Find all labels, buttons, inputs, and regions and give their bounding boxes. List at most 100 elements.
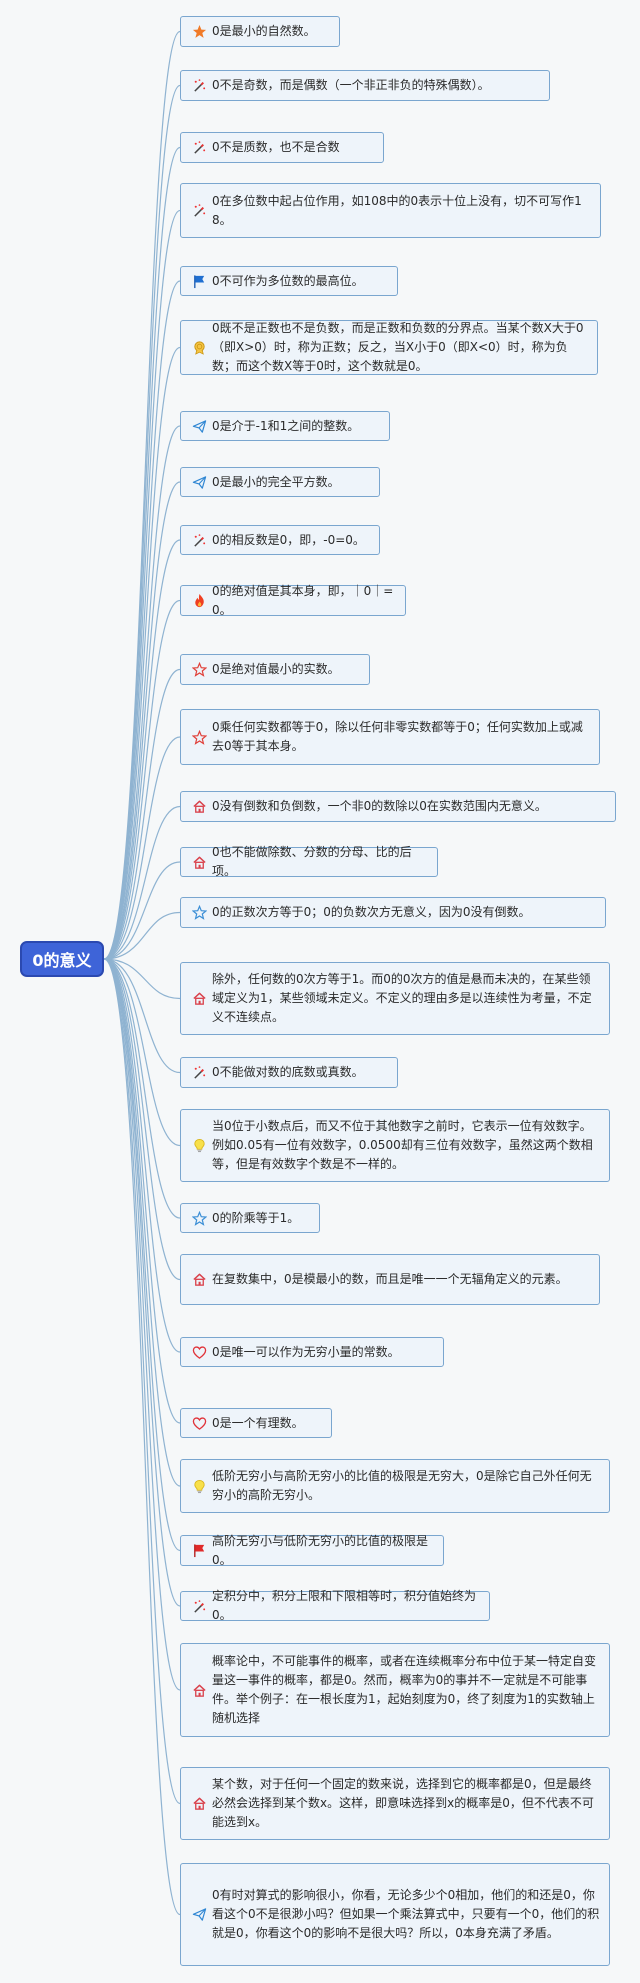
topic-node[interactable]: 0是介于-1和1之间的整数。 xyxy=(180,411,390,441)
topic-node[interactable]: 0不是奇数，而是偶数（一个非正非负的特殊偶数）。 xyxy=(180,70,550,101)
heart-icon xyxy=(191,1415,207,1431)
topic-text: 概率论中，不可能事件的概率，或者在连续概率分布中位于某一特定自变量这一事件的概率… xyxy=(212,1654,597,1725)
magic-wand-icon xyxy=(191,1065,207,1081)
topic-node[interactable]: 概率论中，不可能事件的概率，或者在连续概率分布中位于某一特定自变量这一事件的概率… xyxy=(180,1643,610,1737)
connector-line xyxy=(103,958,181,1916)
connector-line xyxy=(103,958,181,1805)
topic-text: 0的阶乘等于1。 xyxy=(212,1210,300,1225)
topic-text: 某个数，对于任何一个固定的数来说，选择到它的概率都是0，但是最终必然会选择到某个… xyxy=(212,1777,594,1829)
magic-wand-icon xyxy=(191,140,207,156)
topic-node[interactable]: 某个数，对于任何一个固定的数来说，选择到它的概率都是0，但是最终必然会选择到某个… xyxy=(180,1767,610,1840)
topic-node[interactable]: 0不是质数，也不是合数 xyxy=(180,132,384,163)
connector-line xyxy=(103,481,181,960)
connector-line xyxy=(103,958,181,1281)
topic-node[interactable]: 高阶无穷小与低阶无穷小的比值的极限是0。 xyxy=(180,1534,444,1567)
paper-plane-icon xyxy=(191,1907,207,1923)
topic-node[interactable]: 0乘任何实数都等于0，除以任何非零实数都等于0；任何实数加上或减去0等于其本身。 xyxy=(180,709,600,765)
connector-line xyxy=(103,958,181,1552)
topic-text: 低阶无穷小与高阶无穷小的比值的极限是无穷大，0是除它自己外任何无穷小的高阶无穷小… xyxy=(212,1469,592,1502)
connector-line xyxy=(103,958,181,1147)
connector-line xyxy=(103,805,181,960)
connector-line xyxy=(103,736,181,960)
topic-node[interactable]: 0是最小的自然数。 xyxy=(180,16,340,47)
topic-text: 0是介于-1和1之间的整数。 xyxy=(212,418,360,433)
topic-text: 0的绝对值是其本身，即，｜0｜=0。 xyxy=(212,583,394,617)
topic-node[interactable]: 0的正数次方等于0；0的负数次方无意义，因为0没有倒数。 xyxy=(180,897,606,928)
root-topic-label: 0的意义 xyxy=(32,951,92,970)
topic-node[interactable]: 0不能做对数的底数或真数。 xyxy=(180,1057,398,1088)
home-icon xyxy=(191,991,207,1007)
topic-text: 高阶无穷小与低阶无穷小的比值的极限是0。 xyxy=(212,1533,429,1567)
star-outline-blue-icon xyxy=(191,1210,207,1226)
home-icon xyxy=(191,1682,207,1698)
home-icon xyxy=(191,854,207,870)
root-topic[interactable]: 0的意义 xyxy=(20,941,104,977)
topic-text: 在复数集中，0是模最小的数，而且是唯一一个无辐角定义的元素。 xyxy=(212,1272,568,1286)
lightbulb-icon xyxy=(191,1138,207,1154)
connector-line xyxy=(103,30,181,960)
topic-node[interactable]: 0是最小的完全平方数。 xyxy=(180,467,380,497)
topic-text: 当0位于小数点后，而又不位于其他数字之前时，它表示一位有效数字。例如0.05有一… xyxy=(212,1119,593,1171)
magic-wand-icon xyxy=(191,78,207,94)
fire-icon xyxy=(191,593,207,609)
topic-text: 0有时对算式的影响很小，你看，无论多少个0相加，他们的和还是0，你看这个0不是很… xyxy=(212,1888,600,1940)
topic-node[interactable]: 低阶无穷小与高阶无穷小的比值的极限是无穷大，0是除它自己外任何无穷小的高阶无穷小… xyxy=(180,1459,610,1513)
topic-text: 0不是质数，也不是合数 xyxy=(212,140,340,154)
star-filled-icon xyxy=(191,24,207,40)
topic-node[interactable]: 0在多位数中起占位作用，如108中的0表示十位上没有，切不可写作18。 xyxy=(180,183,601,238)
connector-line xyxy=(103,958,181,1487)
connector-line xyxy=(103,539,181,960)
connector-line xyxy=(103,958,181,1000)
paper-plane-icon xyxy=(191,418,207,434)
topic-node[interactable]: 当0位于小数点后，而又不位于其他数字之前时，它表示一位有效数字。例如0.05有一… xyxy=(180,1109,610,1182)
magic-wand-icon xyxy=(191,532,207,548)
topic-node[interactable]: 0是一个有理数。 xyxy=(180,1408,332,1438)
topic-text: 0不是奇数，而是偶数（一个非正非负的特殊偶数）。 xyxy=(212,78,490,92)
connector-line xyxy=(103,958,181,1607)
topic-node[interactable]: 0的阶乘等于1。 xyxy=(180,1203,320,1233)
topic-text: 0不能做对数的底数或真数。 xyxy=(212,1065,364,1079)
paper-plane-icon xyxy=(191,474,207,490)
topic-text: 0是最小的自然数。 xyxy=(212,24,316,38)
topic-text: 0的正数次方等于0；0的负数次方无意义，因为0没有倒数。 xyxy=(212,905,531,919)
topic-text: 0的相反数是0，即，-0=0。 xyxy=(212,532,365,547)
magic-wand-icon xyxy=(191,203,207,219)
topic-node[interactable]: 0有时对算式的影响很小，你看，无论多少个0相加，他们的和还是0，你看这个0不是很… xyxy=(180,1863,610,1966)
topic-node[interactable]: 0既不是正数也不是负数，而是正数和负数的分界点。当某个数X大于0（即X>0）时，… xyxy=(180,320,598,375)
topic-node[interactable]: 除外，任何数的0次方等于1。而0的0次方的值是悬而未决的，在某些领域定义为1，某… xyxy=(180,962,610,1035)
topic-text: 0乘任何实数都等于0，除以任何非零实数都等于0；任何实数加上或减去0等于其本身。 xyxy=(212,720,583,753)
topic-node[interactable]: 0是绝对值最小的实数。 xyxy=(180,654,370,685)
topic-node[interactable]: 0也不能做除数、分数的分母、比的后项。 xyxy=(180,845,438,878)
connector-line xyxy=(103,280,181,960)
home-icon xyxy=(191,1796,207,1812)
connector-line xyxy=(103,346,181,960)
star-outline-red-icon xyxy=(191,729,207,745)
topic-node[interactable]: 0的绝对值是其本身，即，｜0｜=0。 xyxy=(180,584,406,617)
topic-text: 0也不能做除数、分数的分母、比的后项。 xyxy=(212,845,412,878)
connector-line xyxy=(103,84,181,960)
topic-text: 0是一个有理数。 xyxy=(212,1415,304,1430)
connector-line xyxy=(103,958,181,1353)
star-outline-blue-icon xyxy=(191,905,207,921)
topic-node[interactable]: 在复数集中，0是模最小的数，而且是唯一一个无辐角定义的元素。 xyxy=(180,1254,600,1305)
topic-text: 0是唯一可以作为无穷小量的常数。 xyxy=(212,1344,400,1359)
topic-node[interactable]: 0是唯一可以作为无穷小量的常数。 xyxy=(180,1337,444,1367)
connector-line xyxy=(103,146,181,960)
medal-icon xyxy=(191,340,207,356)
connector-line xyxy=(103,958,181,1219)
topic-node[interactable]: 0的相反数是0，即，-0=0。 xyxy=(180,525,380,555)
connector-line xyxy=(103,861,181,960)
connector-line xyxy=(103,958,181,1074)
topic-node[interactable]: 0不可作为多位数的最高位。 xyxy=(180,266,398,296)
topic-text: 0是最小的完全平方数。 xyxy=(212,474,340,489)
topic-text: 0没有倒数和负倒数，一个非0的数除以0在实数范围内无意义。 xyxy=(212,799,547,813)
flag-blue-icon xyxy=(191,273,207,289)
topic-node[interactable]: 定积分中，积分上限和下限相等时，积分值始终为0。 xyxy=(180,1589,490,1622)
topic-node[interactable]: 0没有倒数和负倒数，一个非0的数除以0在实数范围内无意义。 xyxy=(180,791,616,822)
connector-line xyxy=(103,599,181,960)
home-icon xyxy=(191,799,207,815)
connector-line xyxy=(103,911,181,960)
connector-line xyxy=(103,958,181,1424)
topic-text: 除外，任何数的0次方等于1。而0的0次方的值是悬而未决的，在某些领域定义为1，某… xyxy=(212,972,592,1024)
